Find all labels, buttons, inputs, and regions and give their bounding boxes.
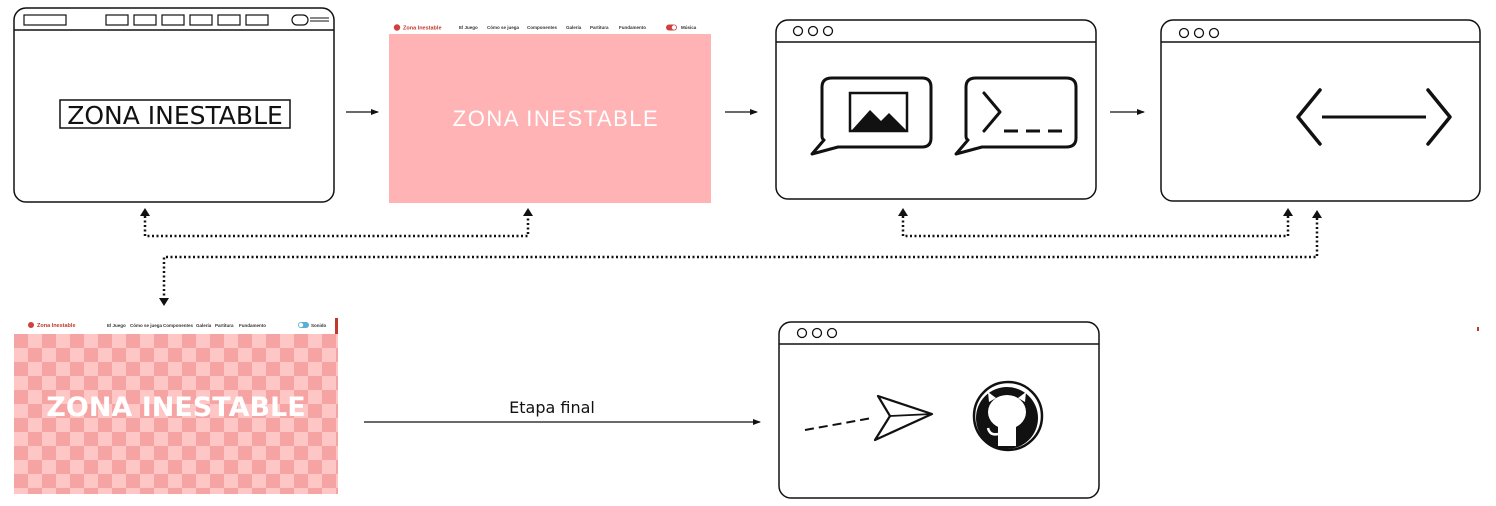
nav-item[interactable]: Componentes	[527, 25, 557, 30]
nav-menu: El Juego Cómo se juega Componentes Galer…	[459, 25, 646, 30]
toggle-label: Música	[681, 25, 697, 30]
nav-item[interactable]: Galería	[566, 25, 582, 30]
stage-3-media-window	[775, 19, 1097, 200]
loop-back-to-5	[162, 218, 1319, 298]
hero-title: ZONA INESTABLE	[453, 106, 659, 131]
stage-1-wireframe: ZONA INESTABLE	[13, 7, 335, 203]
stage-4-navigation-window	[1160, 19, 1481, 202]
loop-3-4	[901, 216, 1290, 238]
nav-item[interactable]: Cómo se juega	[487, 25, 520, 30]
brand-logo-icon	[28, 322, 34, 328]
window-dots	[792, 25, 834, 37]
brand-name: Zona Inestable	[37, 323, 76, 329]
title-frame	[59, 99, 291, 129]
toggle-label: Sonido	[311, 323, 326, 328]
nav-item[interactable]: El Juego	[107, 323, 126, 328]
connector-arrowheads	[140, 208, 1322, 306]
nav-item[interactable]: Galería	[196, 323, 212, 328]
nav-item[interactable]: Partitura	[590, 25, 609, 30]
brand-name: Zona Inestable	[403, 26, 442, 32]
image-icon	[810, 76, 933, 156]
nav-item[interactable]: Fundamento	[619, 25, 646, 30]
nav-item[interactable]: Fundamento	[239, 323, 266, 328]
stage-1-title: ZONA INESTABLE	[67, 101, 283, 130]
nav-item[interactable]: Cómo se juega	[130, 323, 163, 328]
feedback-connectors	[143, 216, 1319, 298]
code-arrows-icon	[1296, 88, 1452, 146]
window-dots	[796, 327, 838, 339]
flow-arrows	[346, 109, 1145, 425]
logo-placeholder	[23, 14, 67, 26]
final-stage-label: Etapa final	[509, 398, 595, 417]
nav-menu: El Juego Cómo se juega Componentes Galer…	[107, 323, 266, 328]
hero-title: ZONA INESTABLE	[46, 392, 305, 423]
window-dots	[1178, 27, 1220, 39]
paper-plane-icon	[804, 394, 934, 442]
stage-2-pink-site: Zona Inestable El Juego Cómo se juega Co…	[389, 20, 711, 203]
stage-5-checker-site: Zona Inestable El Juego Cómo se juega Co…	[14, 318, 338, 494]
loop-1-2	[143, 216, 530, 238]
nav-item[interactable]: El Juego	[459, 25, 478, 30]
nav-item[interactable]: Partitura	[215, 323, 234, 328]
nav-item[interactable]: Componentes	[163, 323, 193, 328]
terminal-icon	[954, 76, 1078, 156]
nav-placeholders	[105, 14, 269, 26]
checker-background	[14, 334, 338, 494]
brand-logo-icon	[393, 24, 401, 31]
toggle-placeholder	[291, 14, 309, 26]
menu-icon	[310, 17, 329, 22]
github-icon	[972, 380, 1044, 452]
hero-background	[389, 34, 711, 203]
stage-6-deploy-window	[778, 321, 1100, 499]
